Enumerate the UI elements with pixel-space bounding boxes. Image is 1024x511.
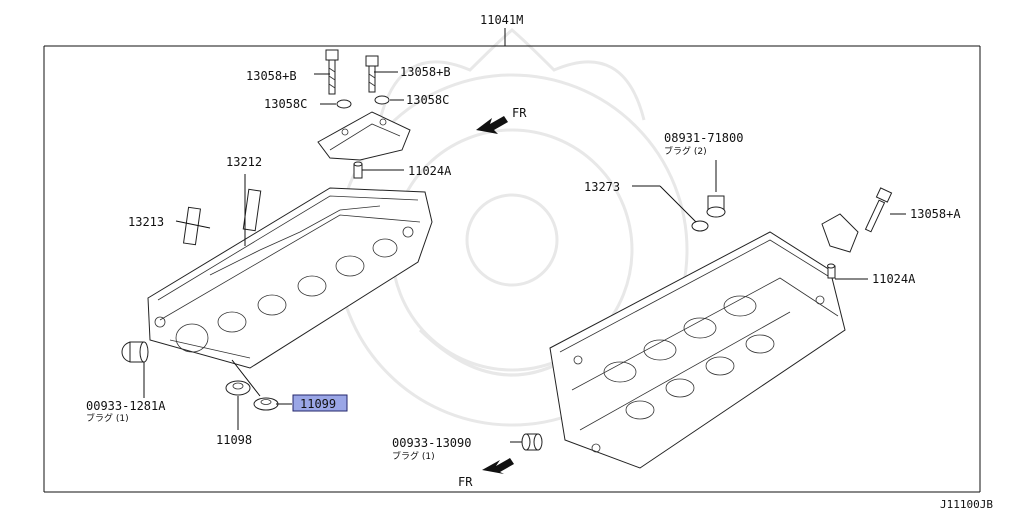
label-plug-bottom-sub: ブラグ (1) xyxy=(392,450,435,462)
label-seal-11098[interactable]: 11098 xyxy=(216,433,252,447)
bolt-a-graphic xyxy=(864,187,893,233)
label-dowel-upper[interactable]: 11024A xyxy=(408,164,452,178)
dowel-right-graphic xyxy=(827,263,836,279)
label-seal-11099[interactable]: 11099 xyxy=(300,397,336,411)
cylinder-head-left xyxy=(147,187,433,369)
label-washer-right[interactable]: 13058C xyxy=(406,93,449,107)
seal-11098-graphic xyxy=(225,380,251,396)
cam-bracket xyxy=(317,111,411,161)
bolt-right-graphic xyxy=(365,55,379,93)
pin-13212-graphic xyxy=(242,188,262,232)
plug-bottom-graphic xyxy=(521,433,543,451)
label-bolt-right[interactable]: 13058+B xyxy=(400,65,451,79)
pin-13213-graphic xyxy=(182,206,202,246)
label-plug-left[interactable]: 00933-1281A xyxy=(86,399,166,413)
label-bolt-left[interactable]: 13058+B xyxy=(246,69,297,83)
label-washer-13273[interactable]: 13273 xyxy=(584,180,620,194)
label-plug-top[interactable]: 08931-71800 xyxy=(664,131,743,145)
washer-right-graphic xyxy=(374,95,390,105)
label-plug-bottom[interactable]: 00933-13090 xyxy=(392,436,471,450)
label-front-upper: FR xyxy=(512,106,527,120)
leader-lines xyxy=(143,71,906,443)
front-arrow-upper xyxy=(476,116,508,134)
cylinder-head-right xyxy=(549,231,846,469)
washer-left-graphic xyxy=(336,99,352,109)
label-bolt-a[interactable]: 13058+A xyxy=(910,207,961,221)
label-front-lower: FR xyxy=(458,475,473,489)
plug-left-graphic xyxy=(121,341,149,363)
front-arrow-lower xyxy=(482,458,514,474)
washer-13273-graphic xyxy=(691,220,709,232)
watermark-emblem xyxy=(335,28,689,427)
dowel-upper-graphic xyxy=(353,161,363,179)
label-plug-left-sub: ブラグ (1) xyxy=(86,412,129,424)
plug-top-graphic xyxy=(706,195,726,218)
label-washer-left[interactable]: 13058C xyxy=(264,97,307,111)
label-plug-top-sub: ブラグ (2) xyxy=(664,145,707,157)
seal-11099-graphic xyxy=(253,397,279,411)
bracket-right-graphic xyxy=(821,213,859,253)
figure-reference: J11100JB xyxy=(940,498,993,511)
highlight-11099 xyxy=(292,394,348,412)
assembly-part-number[interactable]: 11041M xyxy=(480,13,523,27)
bolt-left-graphic xyxy=(325,49,339,95)
label-pin-13212[interactable]: 13212 xyxy=(226,155,262,169)
diagram-frame xyxy=(43,28,981,493)
label-pin-13213[interactable]: 13213 xyxy=(128,215,164,229)
label-dowel-right[interactable]: 11024A xyxy=(872,272,916,286)
